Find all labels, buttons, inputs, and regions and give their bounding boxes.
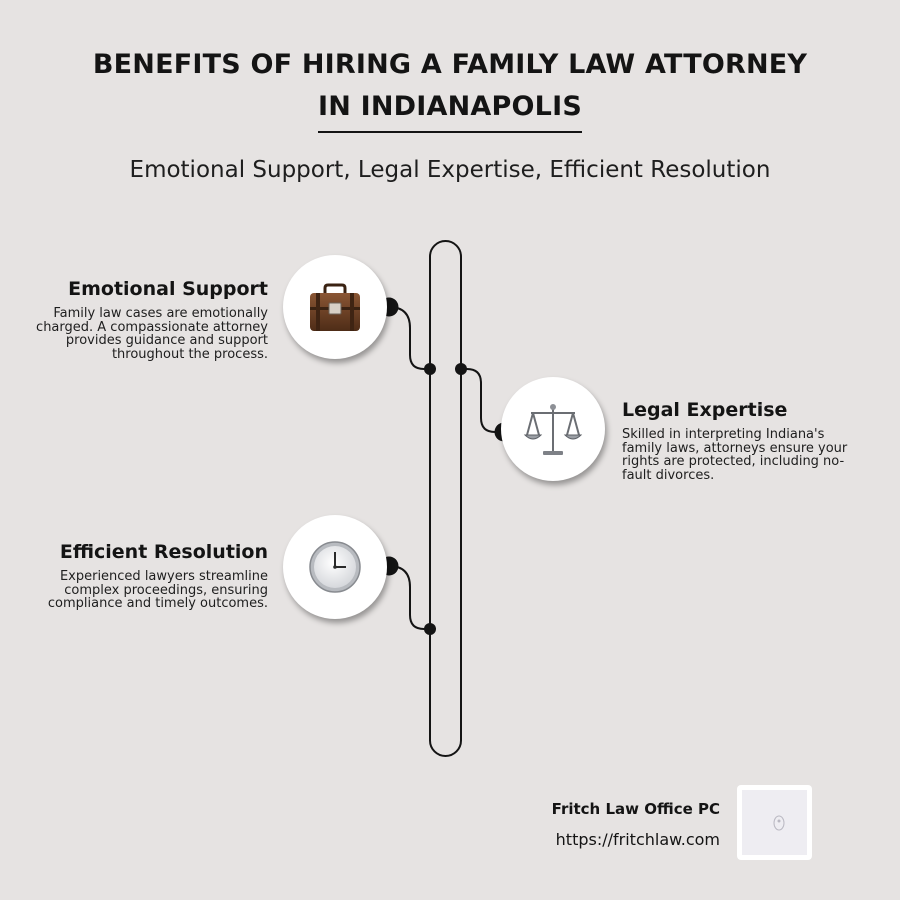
emotional-support-block: Emotional Support Family law cases are e… bbox=[28, 277, 268, 361]
page-subtitle: Emotional Support, Legal Expertise, Effi… bbox=[129, 157, 771, 183]
node-efficient-resolution-inner bbox=[424, 623, 436, 635]
efficient-resolution-heading: Efficient Resolution bbox=[59, 541, 268, 563]
legal-expertise-text: Skilled in interpreting Indiana's family… bbox=[622, 427, 848, 483]
title-line-2: IN INDIANAPOLIS bbox=[318, 91, 582, 122]
efficient-resolution-block: Efficient Resolution Experienced lawyers… bbox=[28, 540, 268, 611]
efficient-resolution-text: Experienced lawyers streamline complex p… bbox=[47, 569, 268, 611]
company-url-link[interactable]: https://fritchlaw.com bbox=[555, 830, 720, 849]
emotional-support-heading: Emotional Support bbox=[68, 278, 268, 300]
connector-efficient-resolution bbox=[388, 565, 430, 630]
emotional-support-text: Family law cases are emotionally charged… bbox=[36, 306, 268, 362]
title-underline bbox=[318, 131, 582, 133]
emotional-support-badge bbox=[283, 255, 387, 359]
node-legal-expertise-inner bbox=[455, 363, 467, 375]
connector-legal-expertise bbox=[461, 368, 504, 433]
scales-icon bbox=[523, 404, 583, 455]
logo-frame bbox=[742, 790, 807, 855]
timeline-spine bbox=[429, 240, 462, 757]
company-name: Fritch Law Office PC bbox=[551, 800, 720, 818]
connector-emotional-support bbox=[388, 306, 430, 370]
page-title: BENEFITS OF HIRING A FAMILY LAW ATTORNEY… bbox=[50, 44, 850, 128]
legal-expertise-block: Legal Expertise Skilled in interpreting … bbox=[622, 398, 852, 482]
legal-expertise-badge bbox=[501, 377, 605, 481]
briefcase-icon bbox=[310, 283, 360, 331]
legal-expertise-heading: Legal Expertise bbox=[622, 399, 788, 421]
logo-icon bbox=[773, 815, 785, 831]
clock-icon bbox=[309, 541, 361, 593]
node-emotional-support-inner bbox=[424, 363, 436, 375]
title-line-1: BENEFITS OF HIRING A FAMILY LAW ATTORNEY bbox=[92, 49, 808, 80]
efficient-resolution-badge bbox=[283, 515, 387, 619]
company-logo bbox=[737, 785, 812, 860]
